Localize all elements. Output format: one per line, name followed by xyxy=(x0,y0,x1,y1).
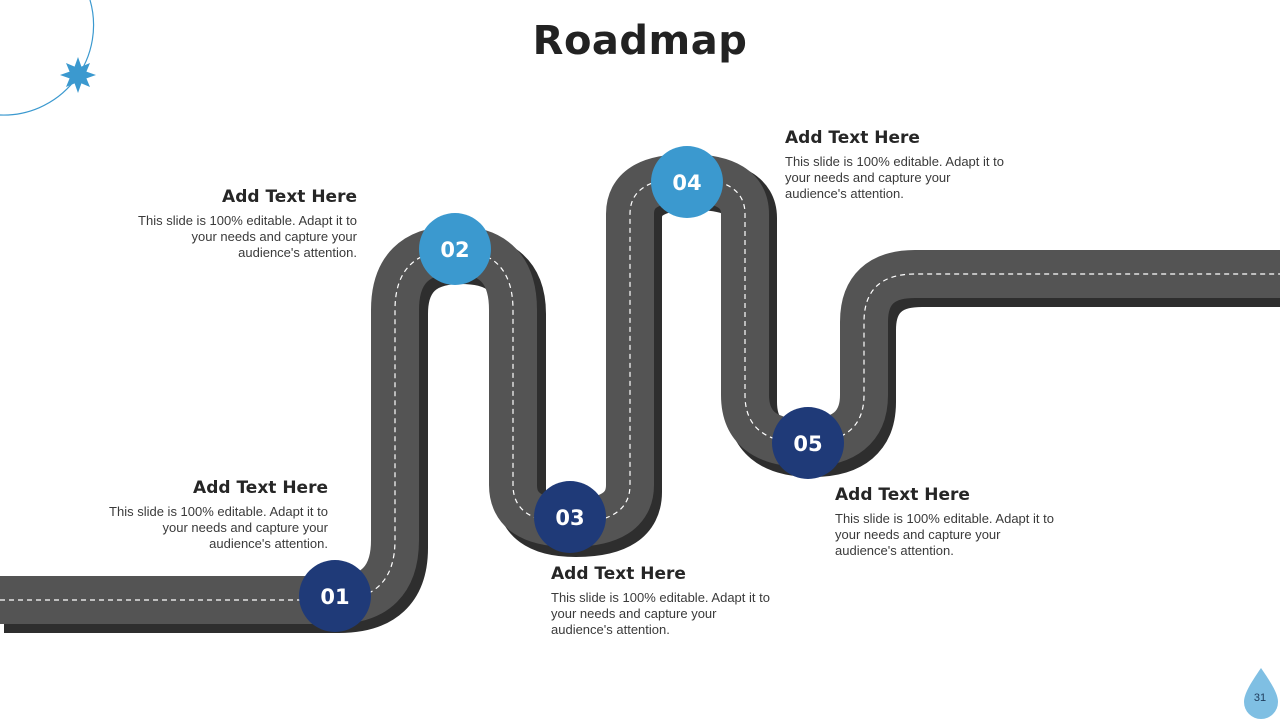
milestone-heading: Add Text Here xyxy=(222,187,357,207)
milestone-body: This slide is 100% editable. Adapt it to… xyxy=(138,213,357,260)
milestone-number: 02 xyxy=(440,238,469,262)
water-drop-icon xyxy=(1244,668,1278,719)
milestone-marker-04: 04 xyxy=(651,146,723,218)
milestone-text-01: Add Text Here This slide is 100% editabl… xyxy=(103,478,328,552)
milestone-number: 04 xyxy=(672,171,701,195)
page-badge: 31 xyxy=(1244,668,1278,719)
milestone-text-04: Add Text Here This slide is 100% editabl… xyxy=(785,128,1010,202)
page-title: Roadmap xyxy=(532,18,748,64)
milestone-heading: Add Text Here xyxy=(193,478,328,498)
milestone-number: 03 xyxy=(555,506,584,530)
milestone-number: 01 xyxy=(320,585,349,609)
milestone-number: 05 xyxy=(793,432,822,456)
milestone-marker-02: 02 xyxy=(419,213,491,285)
milestone-heading: Add Text Here xyxy=(551,564,686,584)
milestone-heading: Add Text Here xyxy=(785,128,920,148)
milestone-marker-01: 01 xyxy=(299,560,371,632)
milestone-body: This slide is 100% editable. Adapt it to… xyxy=(785,154,1004,201)
milestone-marker-05: 05 xyxy=(772,407,844,479)
page-number: 31 xyxy=(1254,692,1266,704)
milestone-marker-03: 03 xyxy=(534,481,606,553)
milestone-text-05: Add Text Here This slide is 100% editabl… xyxy=(835,485,1060,559)
milestone-body: This slide is 100% editable. Adapt it to… xyxy=(835,511,1054,558)
milestone-text-03: Add Text Here This slide is 100% editabl… xyxy=(551,564,776,638)
milestone-body: This slide is 100% editable. Adapt it to… xyxy=(109,504,328,551)
road-dashes xyxy=(0,177,1280,601)
milestone-text-02: Add Text Here This slide is 100% editabl… xyxy=(132,187,357,261)
milestone-heading: Add Text Here xyxy=(835,485,970,505)
milestone-body: This slide is 100% editable. Adapt it to… xyxy=(551,590,770,637)
star-burst-icon xyxy=(60,57,96,93)
